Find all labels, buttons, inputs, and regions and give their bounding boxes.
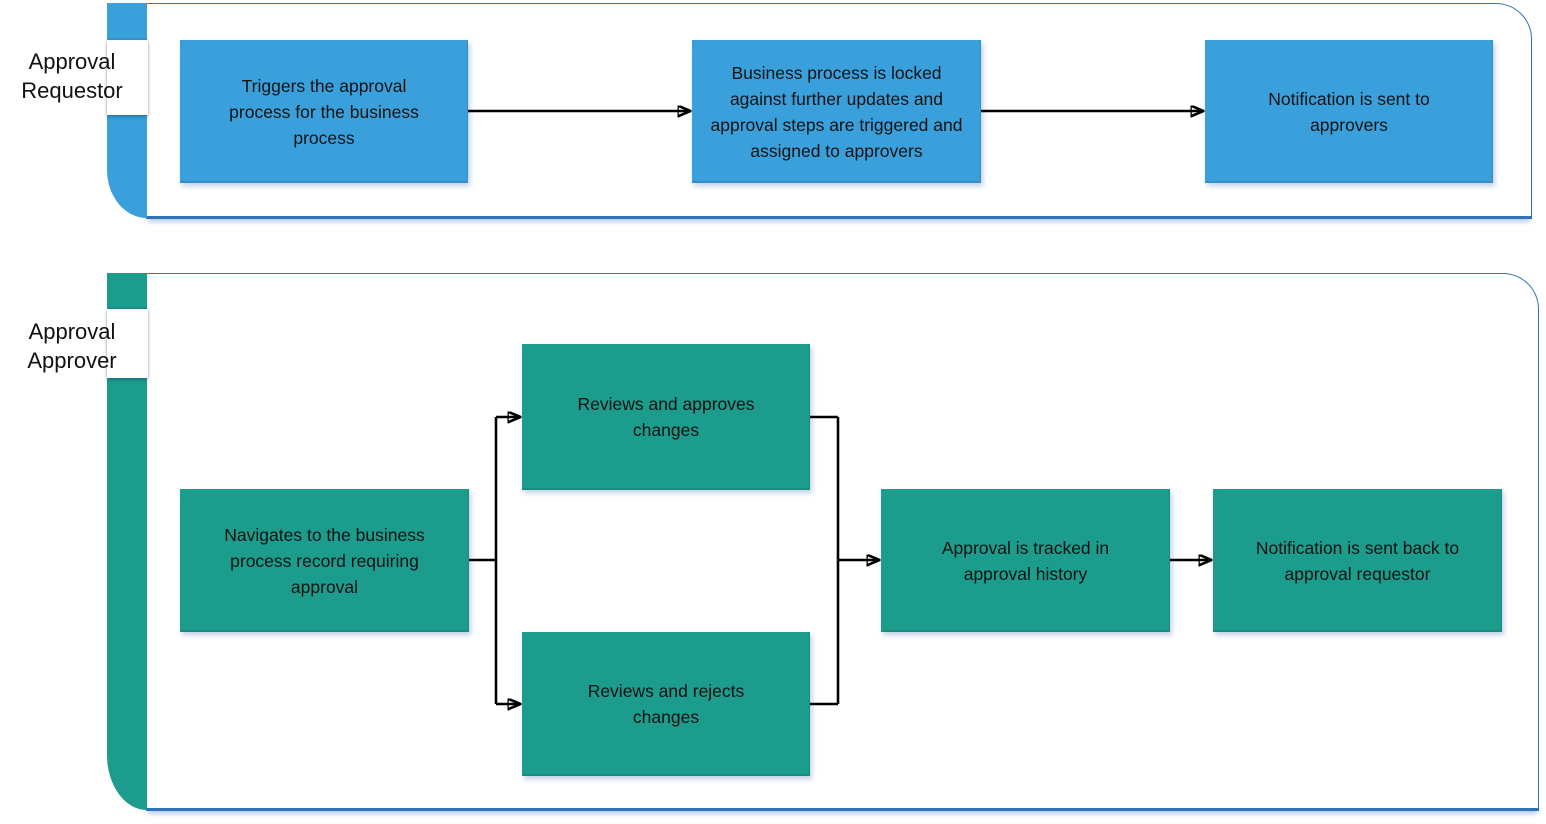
step-label: Navigates to the business process record… <box>224 524 425 597</box>
step-navigates-to-record: Navigates to the business process record… <box>180 489 469 632</box>
step-approval-tracked-history: Approval is tracked in approval history <box>881 489 1170 632</box>
lane-label-approval-requestor: Approval Requestor <box>21 49 123 103</box>
step-reviews-approves-changes: Reviews and approves changes <box>522 344 810 490</box>
step-label: Triggers the approval process for the bu… <box>229 75 419 148</box>
lane-tab-notch-approval-approver <box>107 309 148 378</box>
step-triggers-approval-process: Triggers the approval process for the bu… <box>180 40 468 183</box>
step-label: Business process is locked against furth… <box>710 62 963 161</box>
lane-label-approval-approver: Approval Approver <box>27 319 117 373</box>
step-business-process-locked: Business process is locked against furth… <box>692 40 981 183</box>
step-notification-sent-to-approvers: Notification is sent to approvers <box>1205 40 1493 183</box>
step-label: Notification is sent to approvers <box>1268 88 1430 135</box>
step-label: Reviews and approves changes <box>577 394 755 440</box>
step-label: Approval is tracked in approval history <box>941 537 1110 584</box>
step-notification-sent-back: Notification is sent back to approval re… <box>1213 489 1502 632</box>
step-label: Reviews and rejects changes <box>587 681 745 727</box>
step-reviews-rejects-changes: Reviews and rejects changes <box>522 632 810 776</box>
lane-tab-notch-approval-requestor <box>107 40 148 115</box>
step-label: Notification is sent back to approval re… <box>1255 537 1460 584</box>
